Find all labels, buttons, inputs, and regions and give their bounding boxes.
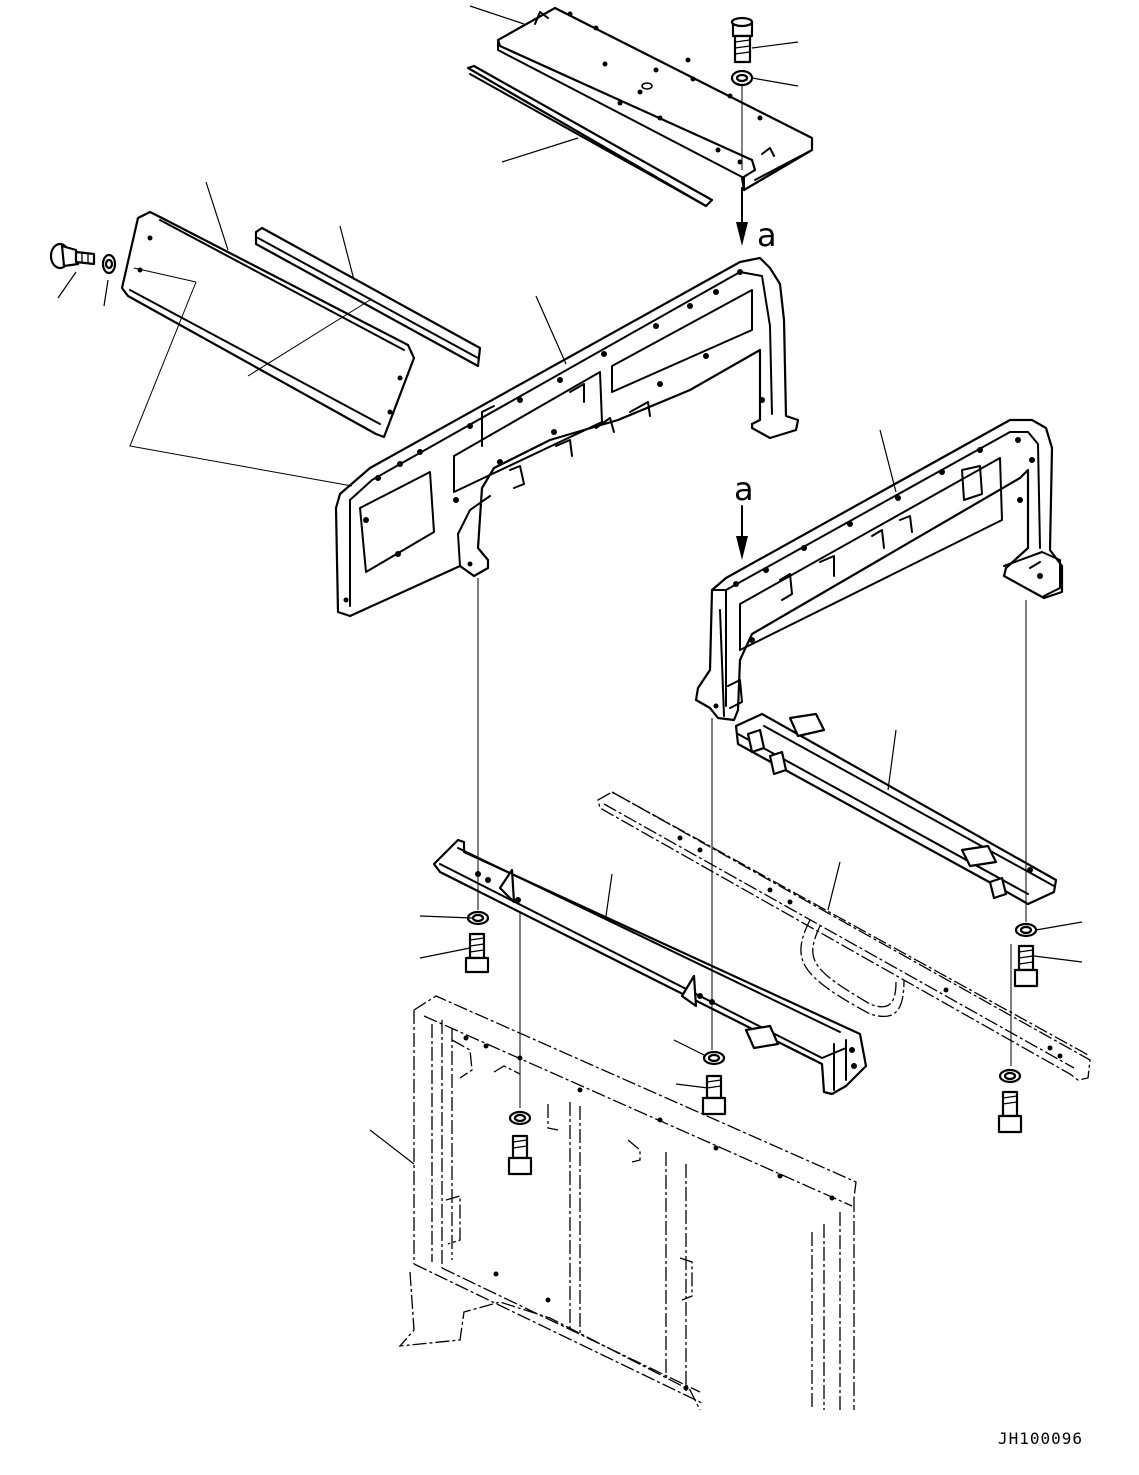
reference-beam-dashed	[597, 791, 1091, 1081]
washer-right-lower	[998, 1068, 1022, 1084]
washer-right-upper	[1014, 922, 1038, 938]
cab-frame-dashed	[398, 995, 857, 1411]
top-cover-plate	[496, 6, 814, 192]
left-upper-frame	[334, 256, 800, 618]
top-bolt	[730, 16, 754, 64]
bolt-frame	[507, 1134, 533, 1176]
left-washer	[101, 253, 117, 275]
right-cross-beam	[734, 712, 1058, 906]
bolt-right-upper	[1013, 944, 1039, 988]
seal-strip-left	[254, 226, 482, 368]
left-bolt	[49, 242, 96, 270]
bolt-center	[701, 1074, 727, 1116]
arrow-a-lower: a	[734, 470, 754, 560]
view-label-a-upper: a	[757, 216, 777, 254]
right-upper-frame	[694, 418, 1064, 722]
callout-leaders	[57, 5, 1083, 1165]
bolt-left	[464, 932, 490, 974]
drawing-code: JH100096	[998, 1429, 1083, 1448]
bolt-right-lower	[997, 1090, 1023, 1134]
washer-frame	[508, 1110, 532, 1126]
washer-left	[466, 910, 490, 926]
view-label-a-lower: a	[734, 470, 754, 508]
left-side-panel	[120, 210, 416, 439]
arrow-a-upper: a	[736, 187, 777, 254]
seal-strip-top	[466, 64, 714, 208]
reference-line-3	[247, 299, 371, 377]
washer-center	[702, 1050, 726, 1066]
top-washer	[730, 69, 754, 87]
reference-line	[129, 281, 353, 487]
left-cross-beam	[432, 838, 868, 1096]
reference-line-2	[133, 267, 197, 283]
